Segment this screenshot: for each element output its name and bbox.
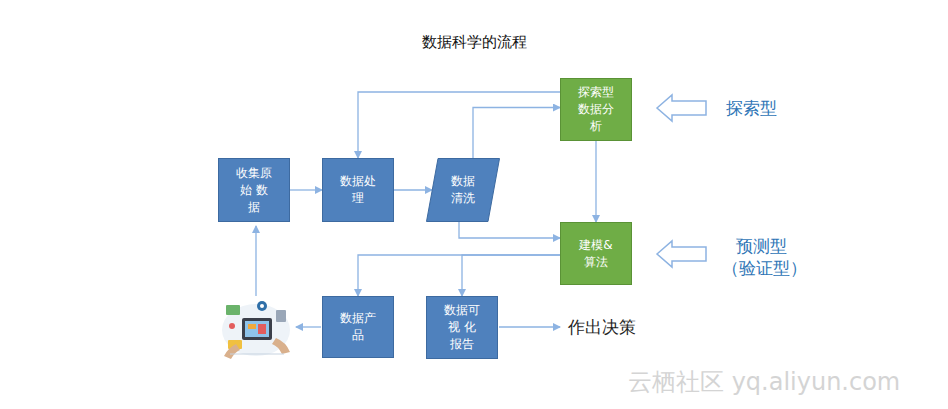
parallelogram-outline [426,158,500,222]
data-parallelogram: 数据 清洗 [426,158,500,222]
node-text: 数据可视 化报告 [443,302,481,353]
node-text: 建模& 算法 [577,237,615,271]
hollow-arrow [657,241,706,267]
hollow-arrow [657,95,706,121]
watermark: 云栖社区 yq.aliyun.com [628,366,900,398]
process-box: 数据处理 [322,158,394,222]
flow-connector [462,255,560,296]
flow-connector [358,255,560,296]
diagram-title: 数据科学的流程 [422,33,527,52]
flow-connector [290,189,322,190]
side-label: （验证型） [722,257,807,280]
people-illustration [222,301,290,359]
side-label: 探索型 [726,97,777,120]
process-box: 数据产品 [322,296,394,358]
flow-connector [459,222,560,238]
process-box: 收集原始 数据 [218,158,290,222]
node-text: 数据 清洗 [444,173,482,207]
flow-connector [473,108,560,159]
node-text: 探索型 数据分析 [577,84,615,135]
process-box: 探索型 数据分析 [560,78,632,141]
node-text: 数据处理 [339,173,377,207]
side-label: 预测型 [736,235,787,258]
process-box: 数据可视 化报告 [426,296,498,359]
process-box: 建模& 算法 [560,222,632,285]
parallelogram-shape [427,159,500,222]
node-text: 数据产品 [339,310,377,344]
feedback-arrow [255,226,256,296]
flow-connector [358,92,560,158]
decision-arrow [499,326,560,327]
flow-connector [595,141,596,222]
flow-connector [394,189,432,190]
product-arrow [296,326,321,327]
node-text: 收集原始 数据 [235,165,273,216]
side-label: 作出决策 [568,316,636,339]
